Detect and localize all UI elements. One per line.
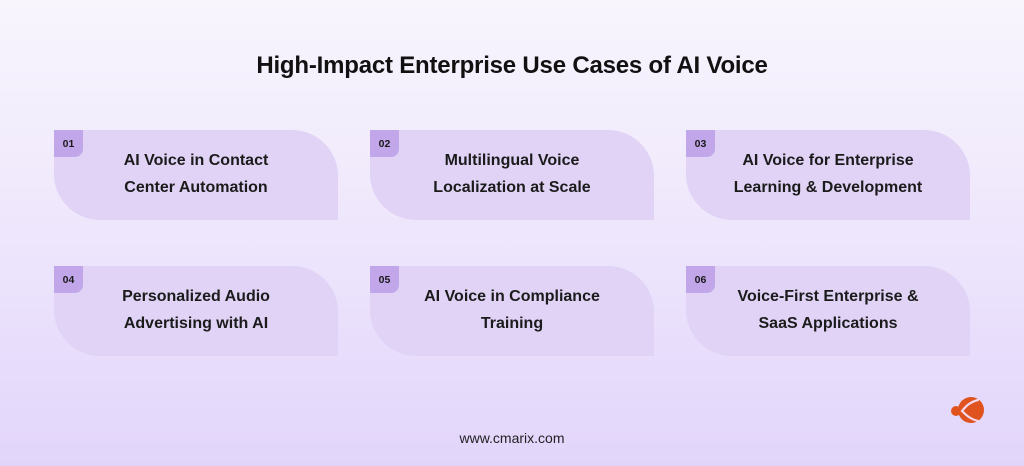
- card-number-badge: 05: [370, 266, 399, 293]
- card-title: AI Voice for Enterprise Learning & Devel…: [686, 147, 970, 201]
- card-title: Voice-First Enterprise & SaaS Applicatio…: [686, 283, 970, 337]
- card-number-badge: 06: [686, 266, 715, 293]
- card-title: Multilingual Voice Localization at Scale: [370, 147, 654, 201]
- page-title: High-Impact Enterprise Use Cases of AI V…: [256, 52, 768, 79]
- card-title-line: AI Voice in Contact: [123, 152, 269, 169]
- cmarix-logo-icon: [950, 394, 986, 426]
- use-case-card-6: 06 Voice-First Enterprise & SaaS Applica…: [686, 266, 970, 356]
- card-title-line: Voice-First Enterprise &: [737, 288, 919, 305]
- card-title: AI Voice in Compliance Training: [370, 283, 654, 337]
- card-title-line: Training: [480, 315, 544, 332]
- card-title-line: Advertising with AI: [123, 315, 269, 332]
- card-number-badge: 01: [54, 130, 83, 157]
- card-title-line: Learning & Development: [733, 179, 923, 196]
- use-case-card-2: 02 Multilingual Voice Localization at Sc…: [370, 130, 654, 220]
- card-title: Personalized Audio Advertising with AI: [54, 283, 338, 337]
- website-url: www.cmarix.com: [459, 430, 565, 446]
- card-title-line: Localization at Scale: [433, 179, 591, 196]
- card-title-line: Multilingual Voice: [444, 152, 580, 169]
- card-title-line: AI Voice in Compliance: [424, 288, 600, 305]
- card-title-line: SaaS Applications: [758, 315, 898, 332]
- card-title-line: AI Voice for Enterprise: [742, 152, 914, 169]
- card-number-badge: 02: [370, 130, 399, 157]
- use-case-card-4: 04 Personalized Audio Advertising with A…: [54, 266, 338, 356]
- card-title: AI Voice in Contact Center Automation: [54, 147, 338, 201]
- card-title-line: Center Automation: [124, 179, 268, 196]
- card-title-line: Personalized Audio: [122, 288, 270, 305]
- card-number-badge: 03: [686, 130, 715, 157]
- use-case-card-5: 05 AI Voice in Compliance Training: [370, 266, 654, 356]
- card-number-badge: 04: [54, 266, 83, 293]
- use-case-card-1: 01 AI Voice in Contact Center Automation: [54, 130, 338, 220]
- use-case-card-3: 03 AI Voice for Enterprise Learning & De…: [686, 130, 970, 220]
